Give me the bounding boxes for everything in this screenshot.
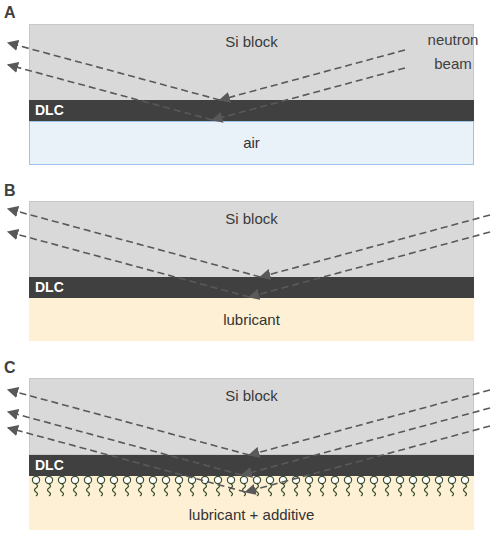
beam-path bbox=[8, 428, 246, 492]
beam-path bbox=[249, 232, 490, 297]
dlc-layer: DLC bbox=[29, 455, 474, 476]
beam-path bbox=[249, 390, 490, 455]
region-label: air bbox=[243, 134, 260, 152]
si-block: Si block bbox=[29, 378, 474, 455]
region-label: Si block bbox=[225, 387, 278, 405]
beam-path bbox=[260, 215, 490, 277]
beam-label: neutron beam bbox=[420, 28, 486, 76]
beam-path bbox=[242, 408, 490, 475]
beam-path bbox=[8, 390, 249, 455]
air-region: air bbox=[29, 121, 474, 165]
beam-path bbox=[8, 43, 220, 100]
beam-path bbox=[8, 412, 242, 475]
panel-letter: C bbox=[4, 359, 24, 377]
panel-letter: B bbox=[4, 182, 24, 200]
region-label: DLC bbox=[35, 102, 64, 119]
beam-path bbox=[246, 426, 490, 492]
region-label: Si block bbox=[225, 210, 278, 228]
region-label: DLC bbox=[35, 279, 64, 296]
beam-path bbox=[212, 68, 405, 120]
region-label: lubricant bbox=[223, 311, 280, 329]
panel-letter: A bbox=[4, 4, 24, 22]
dlc-layer: DLC bbox=[29, 100, 474, 121]
si-block: Si block bbox=[29, 201, 474, 278]
additive-molecules bbox=[32, 476, 468, 496]
beam-path bbox=[8, 232, 249, 297]
region-label: Si block bbox=[225, 33, 278, 51]
beam-path bbox=[8, 65, 212, 120]
beam-path bbox=[220, 50, 405, 100]
lubricant-additive-region: lubricant + additive bbox=[29, 476, 474, 530]
beam-path bbox=[8, 209, 260, 277]
dlc-layer: DLC bbox=[29, 277, 474, 298]
region-label: lubricant + additive bbox=[189, 506, 315, 524]
region-label: DLC bbox=[35, 457, 64, 474]
neutron-beam-paths bbox=[8, 43, 490, 492]
lubricant-region: lubricant bbox=[29, 298, 474, 341]
si-block: Si block bbox=[29, 24, 474, 101]
